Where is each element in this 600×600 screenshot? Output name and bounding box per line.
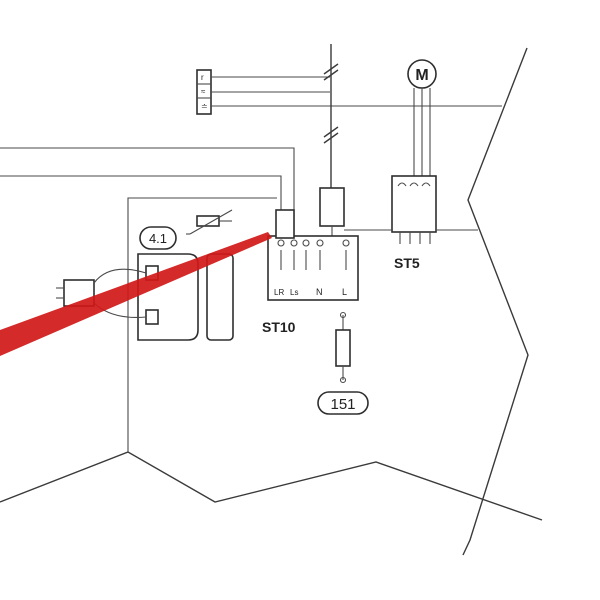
mains-conductor [323,44,339,188]
housing-outline [127,197,277,452]
terminal-lr: LR [274,288,284,297]
boundary-bottom [0,451,543,521]
ref-41-label: 4.1 [149,231,167,246]
fuse-component [335,311,351,384]
st10-terminal-block: LR Ls N L ST10 [262,209,359,335]
left-wires [0,147,295,236]
st5-connector: ST5 [391,175,478,271]
fuse-symbol-icon [335,329,351,367]
thermistor-symbol-icon [186,209,233,235]
laser-pointer-line [0,232,272,356]
terminal-ls: Ls [290,288,298,297]
st10-label: ST10 [262,319,296,335]
ref-151-badge: 151 [317,391,369,415]
terminal-n: N [316,287,323,297]
motor-label: M [415,67,428,84]
input-terminal-block: r ≈ ≐ [196,69,502,115]
motor-component: M [407,59,437,178]
boundary-right [462,47,529,556]
svg-text:≈: ≈ [201,87,206,96]
relay-component [319,187,392,238]
ref-151-label: 151 [330,396,355,413]
svg-text:r: r [201,73,204,82]
ref-41-badge: 4.1 [139,226,177,250]
st5-label: ST5 [394,255,420,271]
svg-text:≐: ≐ [201,102,208,111]
terminal-l: L [342,287,347,297]
